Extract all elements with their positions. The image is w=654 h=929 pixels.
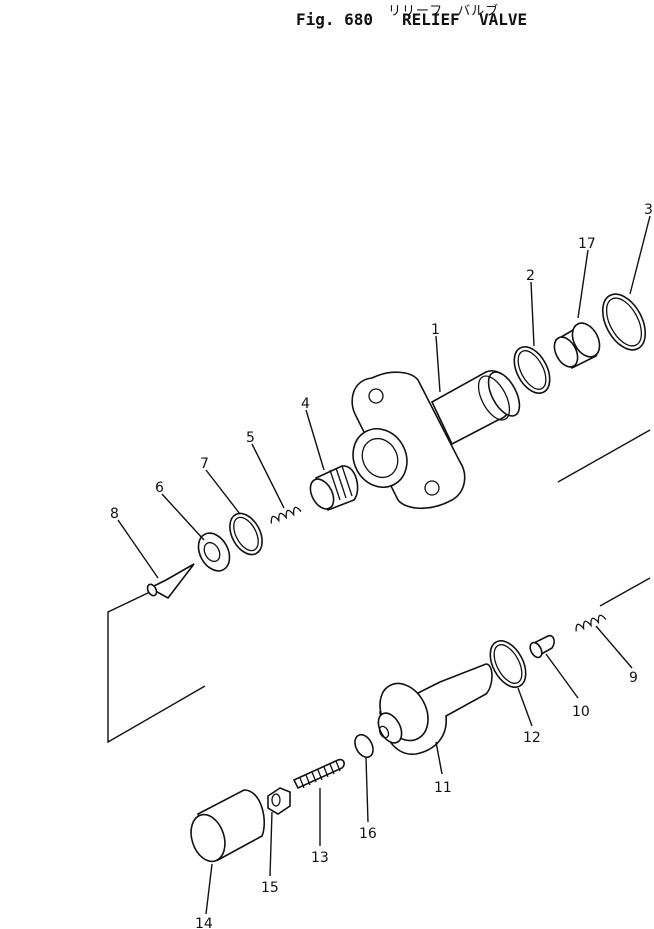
callout-16: 16 — [359, 826, 377, 842]
part-10-pin — [529, 634, 555, 659]
callout-7: 7 — [200, 456, 209, 472]
callout-11: 11 — [434, 780, 452, 796]
callout-6: 6 — [155, 480, 164, 496]
part-13-adjusting-screw — [292, 758, 345, 790]
callout-labels: 1 2 3 4 5 6 7 8 9 10 11 12 13 14 15 16 1… — [110, 202, 653, 929]
part-5-spring — [270, 506, 302, 524]
part-11-adjusting-body — [377, 663, 493, 755]
part-1-valve-body — [351, 370, 521, 510]
part-14-cap — [190, 789, 266, 863]
callout-12: 12 — [523, 730, 541, 746]
assembly-guide-lines — [107, 429, 651, 744]
callout-13: 13 — [311, 850, 329, 866]
callout-8: 8 — [110, 506, 119, 522]
part-6-seat — [197, 532, 231, 572]
part-8-poppet — [146, 563, 195, 600]
part-4-sleeve — [309, 465, 359, 512]
callout-9: 9 — [629, 670, 638, 686]
figure-title: Fig. 680 RELIEF VALVE — [296, 10, 528, 29]
callout-5: 5 — [246, 430, 255, 446]
callout-2: 2 — [526, 268, 535, 284]
callout-3: 3 — [644, 202, 653, 218]
part-16-o-ring — [354, 733, 374, 759]
callout-1: 1 — [431, 322, 440, 338]
callout-10: 10 — [572, 704, 590, 720]
part-3-o-ring — [601, 293, 647, 351]
callout-4: 4 — [301, 396, 310, 412]
part-17-plug — [553, 322, 601, 370]
part-2-o-ring — [513, 346, 551, 394]
callout-17: 17 — [578, 236, 596, 252]
part-9-spring — [575, 614, 607, 632]
callout-15: 15 — [261, 880, 279, 896]
part-15-nut — [267, 787, 291, 815]
part-12-o-ring — [489, 640, 527, 688]
callout-14: 14 — [195, 916, 213, 929]
part-7-o-ring — [229, 512, 263, 556]
figure-title-japanese: リリーフ バルブ — [388, 4, 500, 19]
leader-lines — [117, 215, 651, 915]
